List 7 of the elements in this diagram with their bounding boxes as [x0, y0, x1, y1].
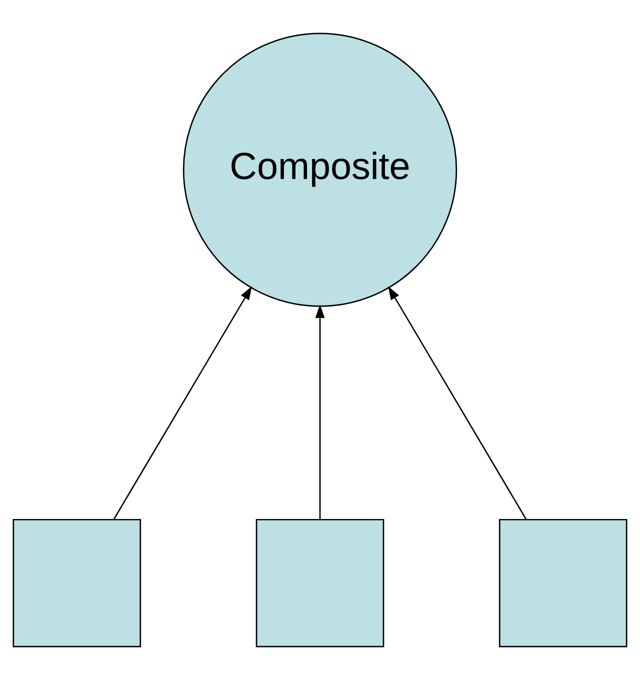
node-circle: Composite: [182, 32, 458, 307]
node-box: [12, 518, 142, 648]
node-box: [256, 518, 384, 648]
arrow: [113, 286, 252, 520]
arrow: [388, 286, 527, 520]
arrow: [315, 304, 325, 520]
node-box: [498, 518, 628, 648]
